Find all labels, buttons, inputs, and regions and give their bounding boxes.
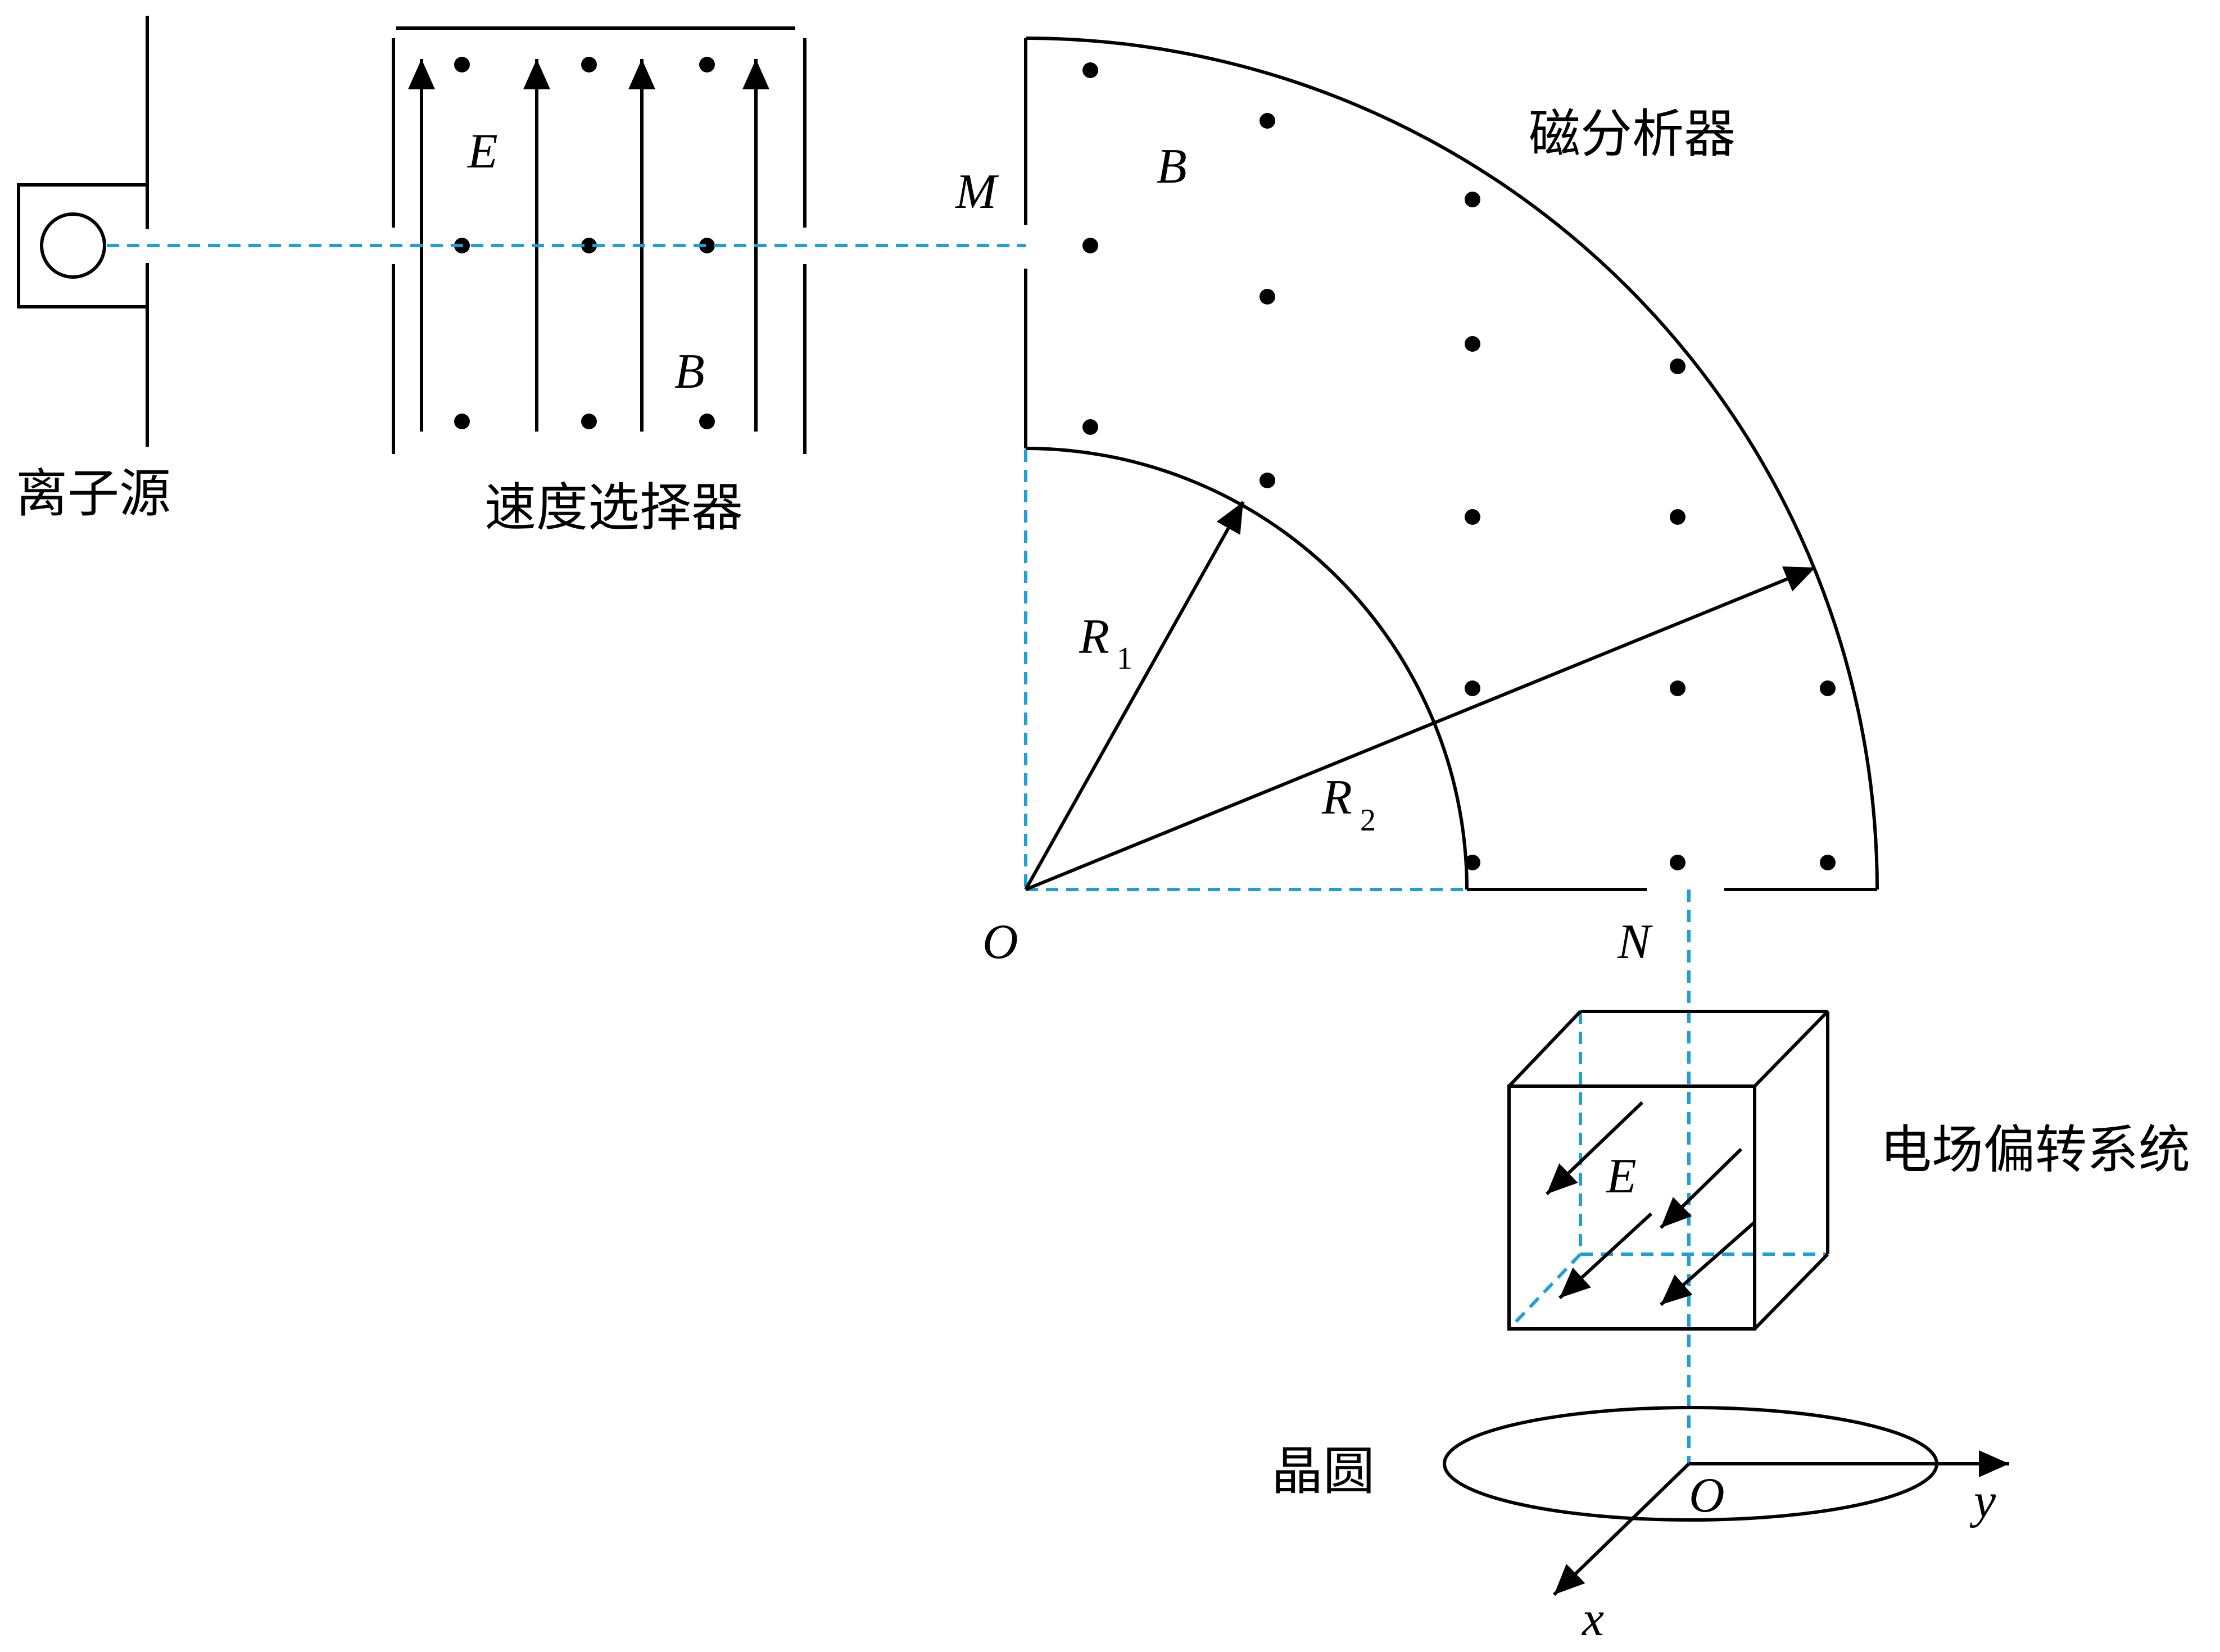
point-n-label: N bbox=[1617, 915, 1653, 969]
selector-e-label: E bbox=[466, 124, 498, 179]
selector-b-dot bbox=[699, 414, 715, 429]
analyzer-b-dot bbox=[1670, 509, 1686, 525]
ion-source-box bbox=[17, 183, 147, 308]
wafer bbox=[1443, 1406, 2009, 1596]
r1-label: R bbox=[1079, 610, 1109, 664]
wafer-x-axis bbox=[1552, 1462, 1691, 1596]
deflection-system-cube bbox=[1507, 1010, 1829, 1331]
analyzer-outer-arc bbox=[1025, 37, 1879, 890]
cube-edge bbox=[1753, 1010, 1829, 1088]
selector-b-dot bbox=[581, 414, 597, 429]
velocity-selector bbox=[392, 26, 807, 454]
analyzer-b-dot bbox=[1465, 509, 1480, 525]
analyzer-b-dot bbox=[1670, 680, 1686, 696]
analyzer-b-dot bbox=[1670, 358, 1686, 374]
deflection-field-arrow bbox=[1545, 1101, 1644, 1196]
magnetic-analyzer bbox=[1024, 37, 1879, 891]
cube-edge bbox=[1507, 1010, 1582, 1088]
analyzer-b-dot bbox=[1082, 62, 1098, 78]
wafer-label: 晶圆 bbox=[1271, 1441, 1375, 1501]
r2-subscript: 2 bbox=[1360, 803, 1376, 838]
deflection-e-label: E bbox=[1605, 1149, 1637, 1204]
analyzer-b-dot bbox=[1259, 289, 1275, 305]
deflection-field-arrow bbox=[1558, 1212, 1653, 1300]
deflection-field-arrow bbox=[1660, 1220, 1756, 1306]
analyzer-b-dot bbox=[1670, 855, 1686, 870]
ion-source-emitter-icon bbox=[40, 212, 106, 279]
radius-r2-arrow bbox=[1025, 566, 1816, 891]
x-axis-label: x bbox=[1581, 1592, 1604, 1646]
cube-front-face bbox=[1507, 1084, 1756, 1331]
magnetic-analyzer-label: 磁分析器 bbox=[1529, 104, 1736, 164]
cube-hidden-edge bbox=[1507, 1252, 1582, 1331]
selector-b-dot bbox=[454, 57, 470, 72]
velocity-selector-label: 速度选择器 bbox=[484, 478, 743, 538]
ion-source bbox=[17, 16, 149, 447]
analyzer-b-dot bbox=[1259, 473, 1275, 488]
analyzer-b-dot bbox=[1820, 680, 1836, 696]
analyzer-b-dot bbox=[1465, 855, 1480, 870]
y-axis-label: y bbox=[1969, 1474, 1996, 1528]
analyzer-inner-arc bbox=[1025, 447, 1469, 890]
deflection-system-label: 电场偏转系统 bbox=[1880, 1120, 2190, 1180]
selector-b-dot bbox=[699, 57, 715, 72]
selector-b-label: B bbox=[674, 344, 705, 399]
analyzer-b-dot bbox=[1082, 419, 1098, 435]
analyzer-b-dot bbox=[1820, 855, 1836, 870]
analyzer-b-dot bbox=[1465, 192, 1480, 207]
center-o-label: O bbox=[982, 915, 1018, 969]
deflection-field-arrow bbox=[1659, 1147, 1743, 1229]
analyzer-b-dot bbox=[1465, 336, 1480, 352]
analyzer-b-dot bbox=[1082, 238, 1098, 253]
selector-b-dot bbox=[581, 57, 597, 72]
r2-label: R bbox=[1321, 770, 1352, 825]
ion-source-label: 离子源 bbox=[16, 464, 171, 524]
selector-b-dot bbox=[699, 238, 715, 253]
wafer-origin-label: O bbox=[1689, 1468, 1725, 1523]
analyzer-b-label: B bbox=[1157, 139, 1187, 194]
selector-b-dot bbox=[581, 238, 597, 253]
analyzer-b-dot bbox=[1259, 113, 1275, 129]
radius-r1-arrow bbox=[1024, 501, 1245, 891]
selector-b-dot bbox=[454, 414, 470, 429]
point-m-label: M bbox=[954, 165, 999, 219]
cube-edge bbox=[1753, 1252, 1829, 1331]
r1-subscript: 1 bbox=[1117, 641, 1132, 676]
analyzer-b-dot bbox=[1465, 680, 1480, 696]
